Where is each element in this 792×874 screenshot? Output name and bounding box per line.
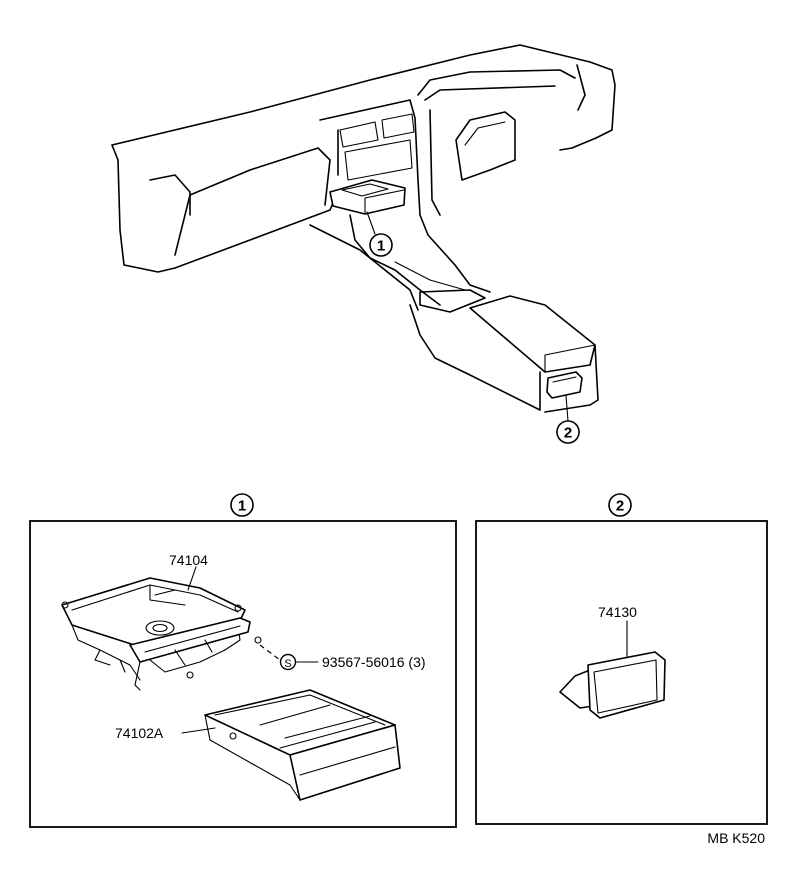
panel-1-header: 1	[238, 498, 246, 515]
part-74102A-label: 74102A	[115, 725, 164, 741]
panel-2-header-circle	[608, 493, 632, 517]
panel-2-frame	[475, 520, 768, 825]
panel-1: 1 74104 S	[29, 493, 457, 828]
diagram-code: MB K520	[707, 830, 765, 846]
callout-1: 1	[366, 211, 393, 257]
rear-ashtray-74130-illustration	[559, 651, 666, 719]
screw-symbol: S	[284, 658, 291, 670]
leader-74104	[187, 566, 197, 591]
panel-2-header: 2	[616, 498, 624, 515]
callout-1-label: 1	[377, 238, 385, 255]
part-74104-label: 74104	[169, 552, 208, 568]
ashtray-74102A-illustration	[204, 689, 401, 801]
screw-leader	[259, 644, 281, 661]
panel-1-frame	[29, 520, 457, 828]
panel-1-header-circle	[230, 493, 254, 517]
panel-2: 2 74130	[475, 493, 768, 825]
dashboard-illustration	[111, 44, 616, 413]
callout-2-label: 2	[564, 425, 572, 442]
leader-74102A	[181, 727, 216, 734]
callout-2: 2	[556, 395, 580, 444]
screw-part-label: 93567-56016 (3)	[322, 654, 426, 670]
bracket-74104-illustration	[61, 577, 262, 691]
part-74130-label: 74130	[598, 604, 637, 620]
